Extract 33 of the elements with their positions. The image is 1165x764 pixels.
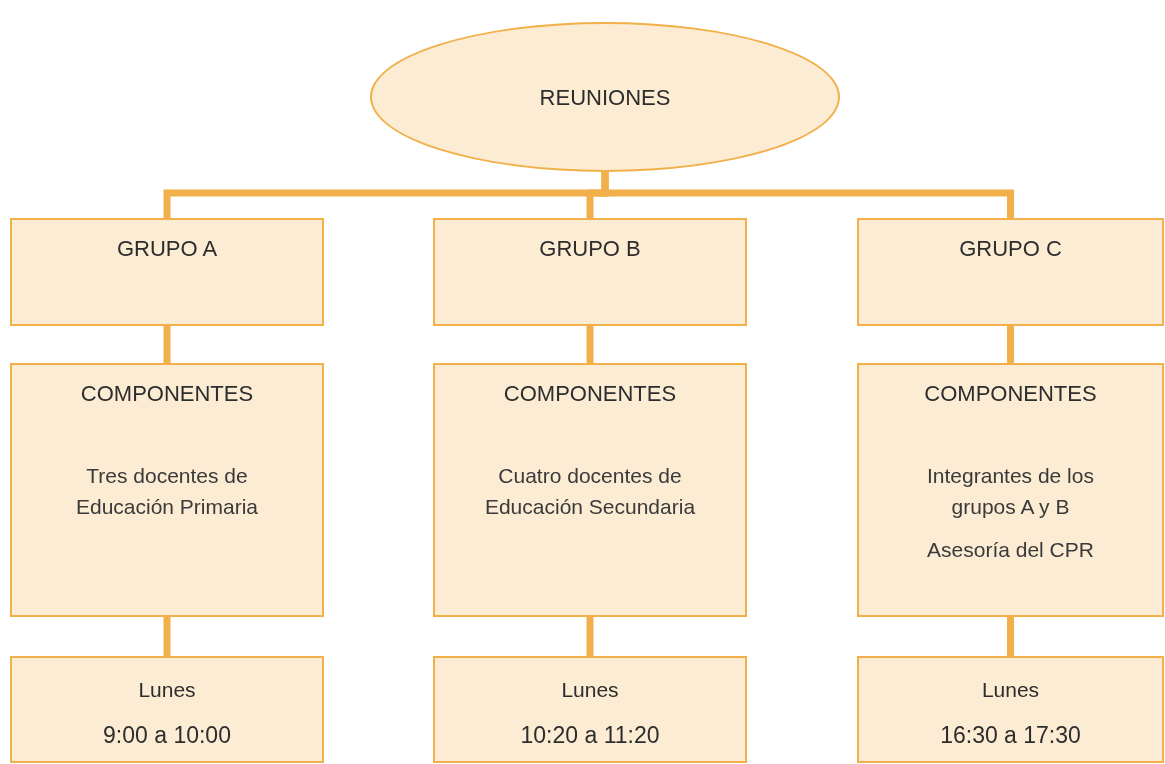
description-text: Cuatro docentes de Educación Secundaria [483, 463, 697, 520]
connector-line [163, 617, 171, 656]
time-range: 10:20 a 11:20 [520, 720, 660, 750]
section-heading: COMPONENTES [503, 380, 677, 408]
day-label: Lunes [981, 677, 1040, 703]
members-box [857, 363, 1164, 617]
schedule-box [10, 656, 324, 763]
connector-line [586, 326, 594, 363]
connector-line [586, 617, 594, 656]
group-box [857, 218, 1164, 326]
connector-line [601, 172, 1014, 218]
group-box [10, 218, 324, 326]
day-label: Lunes [138, 677, 196, 703]
members-box [10, 363, 324, 617]
schedule-box [857, 656, 1164, 763]
description-text: Integrantes de los grupos A y B [926, 463, 1095, 520]
time-range: 16:30 a 17:30 [940, 720, 1081, 750]
section-heading: COMPONENTES [924, 380, 1097, 408]
section-heading: COMPONENTES [80, 380, 254, 408]
connector-line [1007, 326, 1014, 363]
ellipse-title: REUNIONES [539, 83, 671, 112]
time-range: 9:00 a 10:00 [103, 720, 231, 750]
day-label: Lunes [561, 677, 619, 703]
group-title: GRUPO C [959, 235, 1062, 263]
connector-line [163, 326, 171, 363]
group-title: GRUPO B [539, 235, 641, 263]
description-text: Asesoría del CPR [926, 537, 1095, 563]
group-box [433, 218, 747, 326]
members-box [433, 363, 747, 617]
description-text: Tres docentes de Educación Primaria [74, 463, 260, 520]
group-title: GRUPO A [116, 235, 218, 263]
schedule-box [433, 656, 747, 763]
connector-line [1007, 617, 1014, 656]
